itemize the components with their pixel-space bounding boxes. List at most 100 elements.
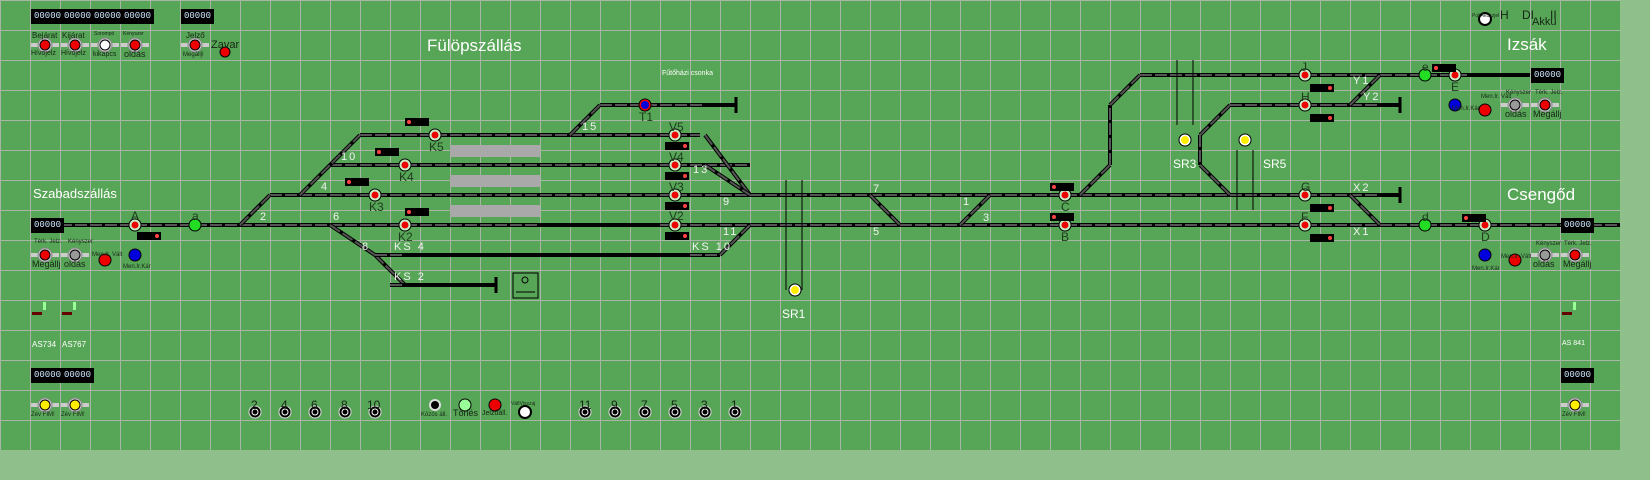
switch-number: KS 10 xyxy=(692,241,732,253)
platform xyxy=(450,175,540,187)
signal-a[interactable] xyxy=(191,221,199,229)
axle-counter: 00000 xyxy=(1561,218,1595,233)
block-label: AS734 xyxy=(32,340,57,349)
button-label: oldás xyxy=(124,49,146,59)
menir-valt-csengod-button[interactable] xyxy=(1508,253,1522,267)
zev-fim-right-button[interactable] xyxy=(1569,399,1581,411)
signal-e[interactable] xyxy=(1421,71,1429,79)
crossing-label-SR1: SR1 xyxy=(782,307,806,321)
switch-number: KS 4 xyxy=(394,241,426,253)
signal-label-V3: V3 xyxy=(669,180,684,194)
platform xyxy=(450,145,540,157)
signal-head xyxy=(665,142,689,150)
platform xyxy=(450,205,540,217)
route-button-label: 8 xyxy=(341,398,348,412)
signal-head-lamp xyxy=(683,204,687,208)
signal-E[interactable] xyxy=(1451,71,1459,79)
block-indicator xyxy=(43,302,46,310)
switch-number: Y2 xyxy=(1363,91,1381,103)
signal-head-lamp xyxy=(1434,66,1438,70)
zev-label: Zév FIM! xyxy=(1562,412,1586,418)
zev-fim-left1-button[interactable] xyxy=(39,399,51,411)
menir-valt-izsak-button[interactable] xyxy=(1478,103,1492,117)
track-segment xyxy=(329,224,376,256)
axle-counter: 00000 xyxy=(121,9,155,24)
signal-head xyxy=(405,208,429,216)
signal-label-D: D xyxy=(1481,230,1490,244)
control-label: Megállj xyxy=(1533,109,1562,119)
kenyszer-oldas-button[interactable] xyxy=(129,39,141,51)
indicator-h: H xyxy=(1500,8,1509,22)
control-label: Men.Ir. Vált xyxy=(1501,254,1532,260)
track-segment xyxy=(1349,194,1381,226)
switch-number: 9 xyxy=(723,196,732,208)
jelzo-megallj-button[interactable] xyxy=(189,39,201,51)
zev-fim-left2-button[interactable] xyxy=(69,399,81,411)
track-segment xyxy=(869,194,901,226)
crossing-label-SR5: SR5 xyxy=(1263,157,1287,171)
signal-H[interactable] xyxy=(1301,101,1309,109)
kenyszer-izsak-button[interactable] xyxy=(1509,99,1521,111)
signal-C[interactable] xyxy=(1061,191,1069,199)
station-name-izsak: Izsák xyxy=(1507,35,1547,54)
signal-head xyxy=(405,118,429,126)
valto-visszaj-button[interactable] xyxy=(518,405,532,419)
signal-head-lamp xyxy=(347,180,351,184)
pult-akuszjel-button[interactable] xyxy=(1478,12,1492,26)
signal-K4[interactable] xyxy=(401,161,409,169)
axle-counter: 00000 xyxy=(1561,368,1595,383)
signal-d[interactable] xyxy=(1421,221,1429,229)
signal-D[interactable] xyxy=(1481,221,1489,229)
terk-jelz-csengod-button[interactable] xyxy=(1569,249,1581,261)
menir-kar-left-button[interactable] xyxy=(128,248,142,262)
signal-V4[interactable] xyxy=(671,161,679,169)
signal-K5[interactable] xyxy=(431,131,439,139)
kenyszer-csengod-button[interactable] xyxy=(1539,249,1551,261)
valto-label: VáltVisszaj xyxy=(511,401,536,407)
kenyszer-left-button[interactable] xyxy=(69,249,81,261)
signal-V5[interactable] xyxy=(671,131,679,139)
signal-K2[interactable] xyxy=(401,221,409,229)
menir-kar-izsak-button[interactable] xyxy=(1448,98,1462,112)
signal-G[interactable] xyxy=(1301,191,1309,199)
signal-K3[interactable] xyxy=(371,191,379,199)
terk-jelz-left-button[interactable] xyxy=(39,249,51,261)
axle-counter: 00000 xyxy=(61,368,95,383)
interlocking-board xyxy=(0,0,1620,450)
block-label: AS 841 xyxy=(1562,340,1585,347)
signal-T1[interactable] xyxy=(641,101,649,109)
switch-number: X1 xyxy=(1353,226,1371,238)
kijarat-hivojelz-button[interactable] xyxy=(69,39,81,51)
terk-jelz-izsak-button[interactable] xyxy=(1539,99,1551,111)
signal-B[interactable] xyxy=(1061,221,1069,229)
kozos-label: Közös áll. xyxy=(421,412,448,418)
button-label: Bejárat xyxy=(32,31,58,40)
control-label: Men.Ir.Kár xyxy=(1452,106,1480,112)
station-name-csengod: Csengőd xyxy=(1507,185,1576,204)
control-label: Térk. Jelz. xyxy=(34,239,62,245)
bejarat-hivojelz-button[interactable] xyxy=(39,39,51,51)
track-segment xyxy=(1079,164,1111,196)
torles-button[interactable] xyxy=(458,398,472,412)
signal-F[interactable] xyxy=(1301,221,1309,229)
signal-V3[interactable] xyxy=(671,191,679,199)
signal-head xyxy=(1050,183,1074,191)
sorompo-button[interactable] xyxy=(99,39,111,51)
signal-V2[interactable] xyxy=(671,221,679,229)
button-label: Kijárat xyxy=(62,31,85,40)
route-button-label: 1 xyxy=(731,398,738,412)
kozos-all-button[interactable] xyxy=(429,399,441,411)
menir-kar-csengod-button[interactable] xyxy=(1478,248,1492,262)
signal-head-lamp xyxy=(1328,206,1332,210)
signal-J[interactable] xyxy=(1301,71,1309,79)
signal-label-C: C xyxy=(1061,200,1070,214)
jelzoall-button[interactable] xyxy=(488,398,502,412)
signal-head-lamp xyxy=(683,234,687,238)
signal-label-V4: V4 xyxy=(669,150,684,164)
route-button-inner xyxy=(581,408,589,416)
menir-valt-left-button[interactable] xyxy=(98,253,112,267)
torles-label: Törlés xyxy=(453,408,479,418)
axle-counter: 00000 xyxy=(31,368,65,383)
signal-A[interactable] xyxy=(131,221,139,229)
station-name-fulopszallas: Fülöpszállás xyxy=(427,36,522,55)
